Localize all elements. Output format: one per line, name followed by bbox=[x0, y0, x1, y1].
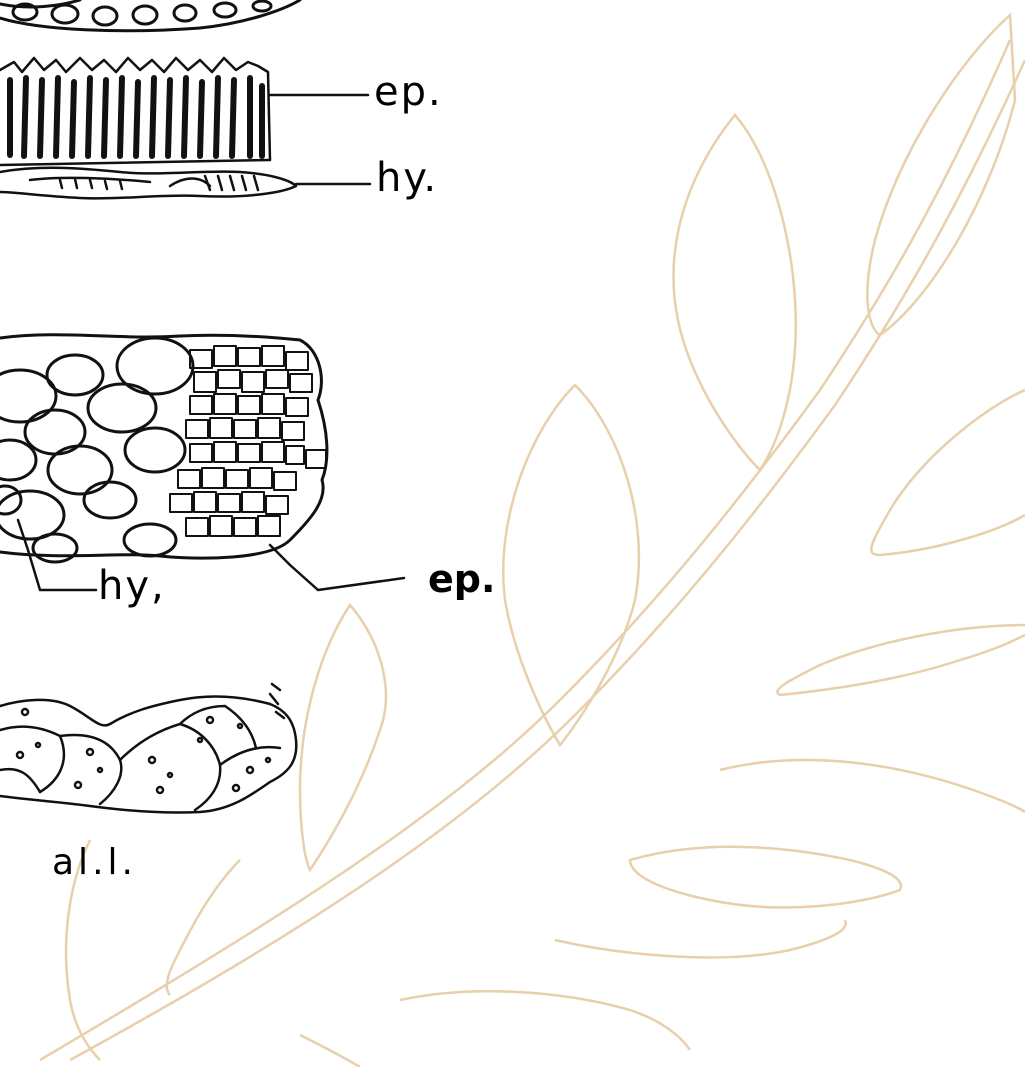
label-hypodermis-top: hy. bbox=[376, 158, 438, 198]
label-hypodermis-middle: hy, bbox=[98, 566, 166, 606]
label-epidermis-top: ep. bbox=[374, 72, 443, 112]
hypodermis-band-top bbox=[0, 168, 296, 199]
aleurone-layer-cells bbox=[0, 684, 296, 813]
top-cell-row bbox=[0, 0, 300, 31]
label-epidermis-middle: ep. bbox=[428, 560, 495, 598]
epidermis-cells-dark bbox=[10, 78, 262, 156]
label-aleurone-layer: al.l. bbox=[52, 845, 137, 881]
leader-lines-top bbox=[270, 95, 370, 184]
hypodermis-large-cells bbox=[0, 335, 327, 562]
